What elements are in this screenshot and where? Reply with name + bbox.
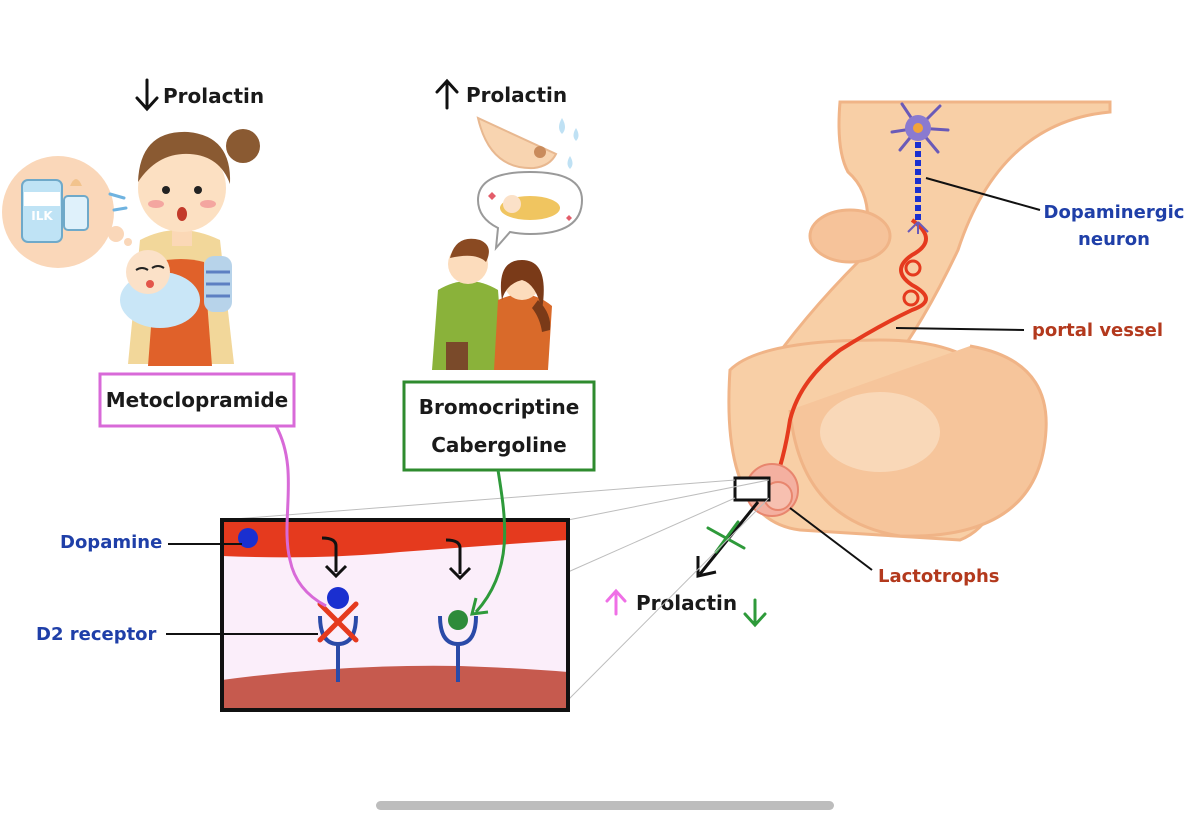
- dopamine-dot: [238, 528, 258, 548]
- mother-baby-illustration: [108, 129, 260, 366]
- milk-text: ILK: [31, 209, 53, 223]
- prolactin-change: Prolactin: [605, 588, 767, 628]
- neuron-icon: [890, 102, 950, 234]
- zoom-lines: [221, 479, 770, 701]
- portal-vessel-label: portal vessel: [1032, 320, 1163, 341]
- cabergoline-label: Cabergoline: [431, 433, 567, 457]
- couple-illustration: [432, 238, 552, 370]
- home-indicator[interactable]: [376, 801, 834, 810]
- d2-receptor-agonist: [438, 610, 478, 682]
- bromocriptine-label: Bromocriptine: [419, 395, 580, 419]
- dopamine-label: Dopamine: [60, 532, 162, 553]
- pituitary-gland: [727, 100, 1112, 542]
- bromocriptine-box: Bromocriptine Cabergoline: [402, 380, 596, 472]
- middle-prolactin-label: Prolactin: [466, 83, 567, 107]
- speech-bubble-baby: [476, 170, 584, 252]
- dopaminergic-neuron-label-line2: neuron: [1078, 229, 1150, 250]
- up-arrow-pink-icon: [605, 588, 627, 616]
- left-header: Prolactin: [135, 78, 264, 112]
- synapse-inset: [220, 518, 570, 712]
- down-arrow-icon: [135, 78, 159, 112]
- d2-receptor-label: D2 receptor: [36, 624, 157, 645]
- d2-receptor-blocked: [317, 587, 359, 682]
- milk-bottle-icon: ILK: [21, 179, 89, 243]
- metoclopramide-connector: [274, 425, 327, 608]
- lactotrophs-label: Lactotrophs: [878, 566, 1000, 587]
- dopaminergic-neuron-label-line1: Dopaminergic: [1044, 202, 1185, 223]
- block-x-icon: [317, 601, 359, 643]
- bromocriptine-connector: [474, 469, 507, 614]
- metoclopramide-box: Metoclopramide: [98, 372, 296, 428]
- pituitary-prolactin-label: Prolactin: [636, 591, 737, 615]
- metoclopramide-label: Metoclopramide: [106, 388, 288, 412]
- breast-drip-illustration: [476, 116, 579, 170]
- middle-header: Prolactin: [435, 78, 567, 110]
- left-prolactin-label: Prolactin: [163, 84, 264, 108]
- thought-bubble-left: ILK: [2, 156, 132, 268]
- down-arrow-green-icon: [743, 598, 767, 628]
- up-arrow-icon: [435, 78, 459, 110]
